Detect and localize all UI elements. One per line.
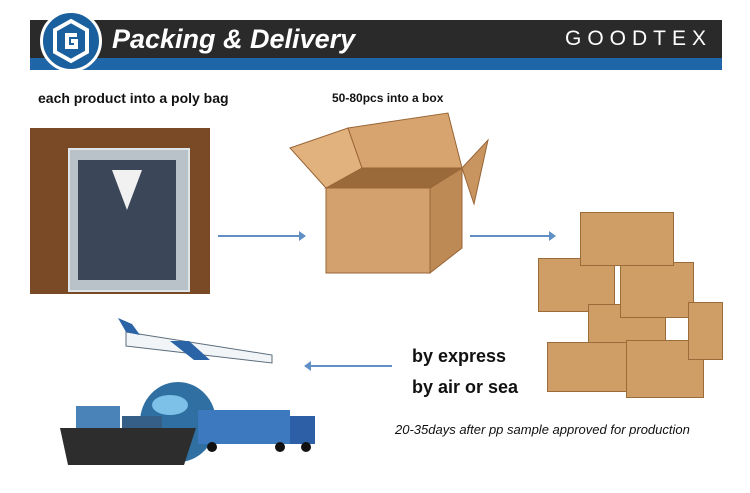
lead-time-note: 20-35days after pp sample approved for p… <box>395 422 690 437</box>
shipping-method-express: by express <box>412 346 507 366</box>
goodtex-logo-icon <box>40 10 102 72</box>
arrow-2 <box>470 231 556 241</box>
airplane-icon <box>118 318 273 364</box>
brand-name: GOODTEX <box>564 27 712 50</box>
poly-bag-photo <box>30 128 210 294</box>
collar <box>112 170 142 210</box>
arrow-1 <box>218 231 306 241</box>
step1-caption: each product into a poly bag <box>38 90 229 106</box>
header-stripe <box>30 58 722 70</box>
header-bar <box>30 20 722 58</box>
arrow-3 <box>304 361 392 371</box>
shipping-method-air-sea: by air or sea <box>412 377 519 397</box>
open-carton-box-image <box>289 112 489 275</box>
transport-illustration <box>60 318 315 465</box>
page-title: Packing & Delivery <box>112 24 356 54</box>
step2-caption: 50-80pcs into a box <box>332 91 444 105</box>
